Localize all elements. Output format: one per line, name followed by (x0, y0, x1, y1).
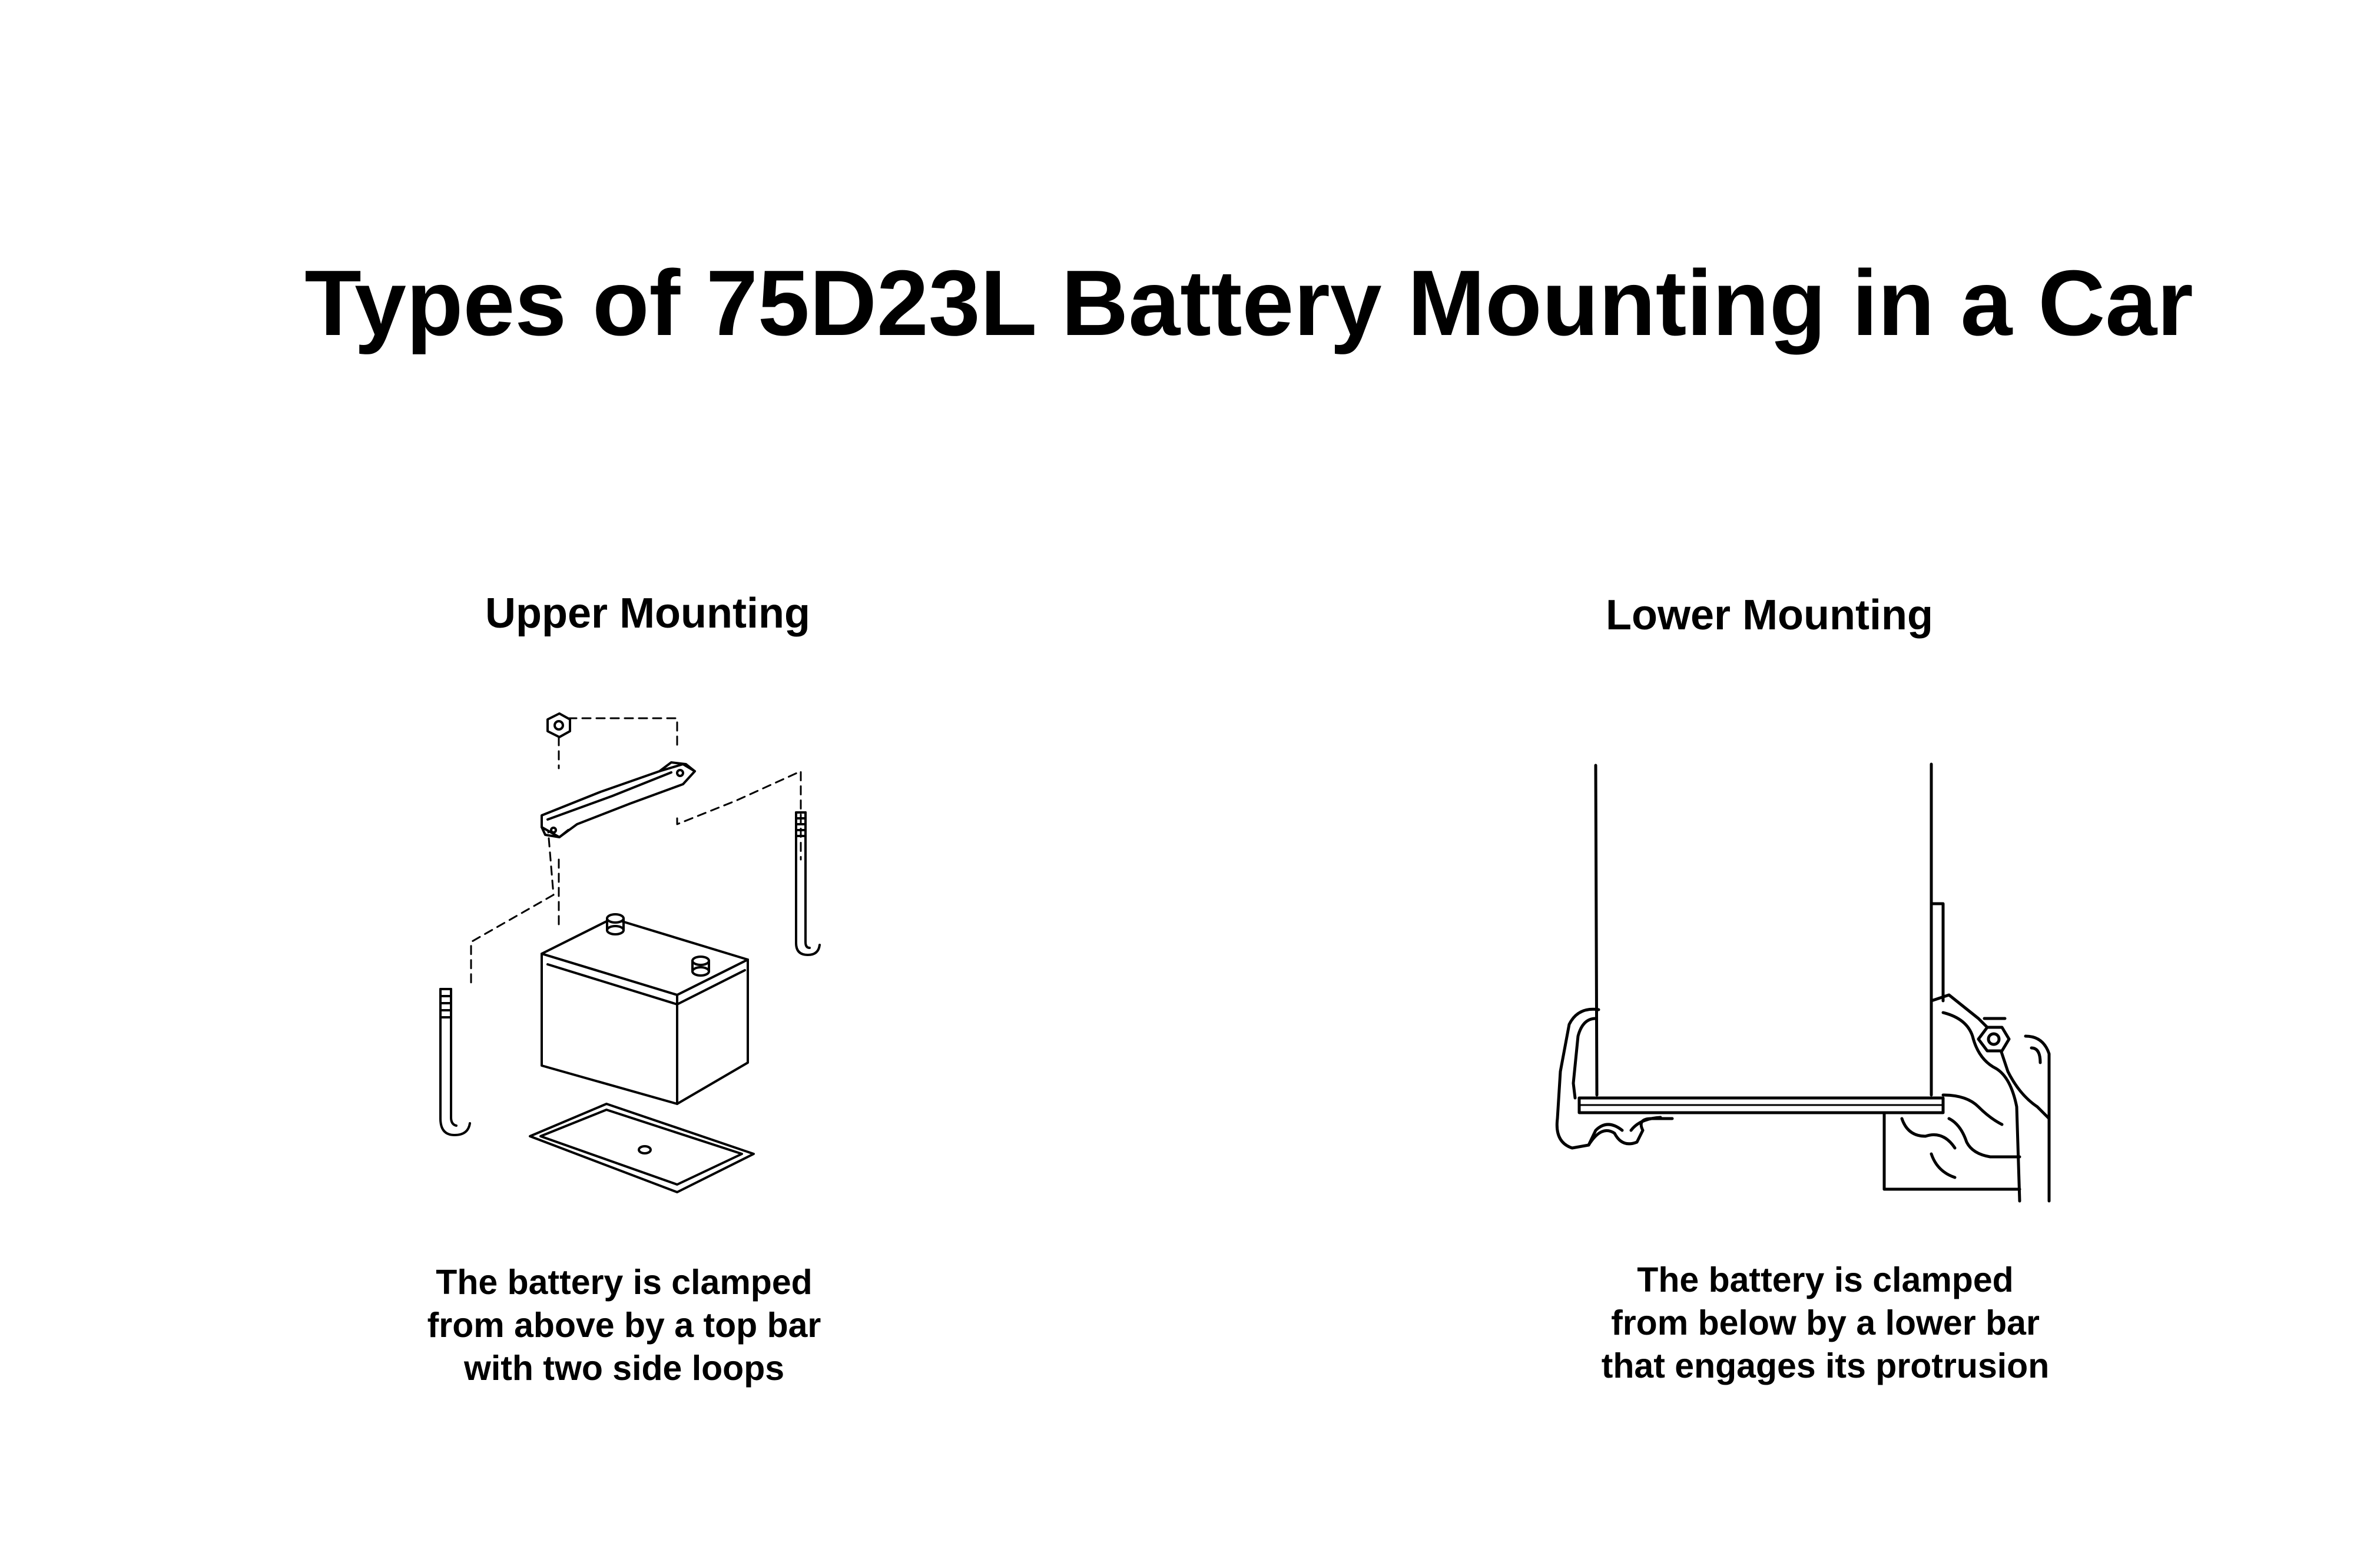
battery-tray-icon (529, 1103, 755, 1193)
battery-icon (541, 913, 749, 1105)
lower-mounting-caption: The battery is clamped from below by a l… (1507, 1259, 2143, 1388)
caption-line: from above by a top bar (427, 1306, 821, 1345)
page-title: Types of 75D23L Battery Mounting in a Ca… (304, 251, 2193, 355)
upper-mounting-caption: The battery is clamped from above by a t… (353, 1261, 895, 1390)
top-clamp-bar (541, 761, 696, 838)
caption-line: The battery is clamped (436, 1263, 813, 1302)
nut-icon (546, 712, 571, 738)
caption-line: that engages its protrusion (1601, 1346, 2050, 1385)
caption-line: The battery is clamped (1637, 1260, 2014, 1299)
upper-mounting-heading: Upper Mounting (485, 590, 810, 637)
upper-mounting-diagram (439, 712, 821, 1193)
assembly-guide-lines (470, 717, 802, 984)
caption-line: from below by a lower bar (1611, 1303, 2040, 1342)
left-j-bolt (439, 988, 471, 1136)
bolt-icon (1977, 1017, 2011, 1053)
battery-protrusion (1577, 1096, 1945, 1114)
battery-side-walls (1594, 762, 1945, 1097)
left-clamp-bracket (1555, 1007, 1674, 1150)
right-j-bolt (795, 811, 821, 956)
lower-mounting-heading: Lower Mounting (1606, 592, 1933, 639)
right-clamp-bracket (1882, 993, 2051, 1203)
caption-line: with two side loops (463, 1349, 785, 1388)
lower-mounting-diagram (1555, 762, 2051, 1203)
